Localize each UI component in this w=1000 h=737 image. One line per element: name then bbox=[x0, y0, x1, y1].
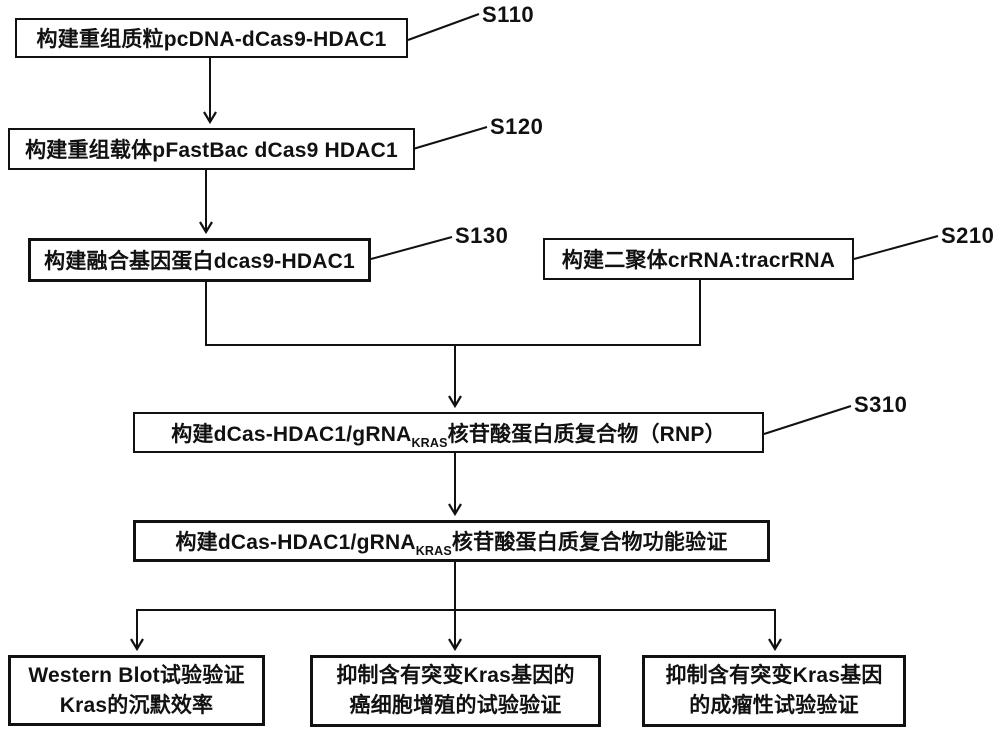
box-s110-label: 构建重组质粒pcDNA-dCas9-HDAC1 bbox=[36, 28, 387, 51]
box-s310-label: 构建dCas-HDAC1/gRNAKRAS核苷酸蛋白质复合物（RNP） bbox=[171, 418, 726, 450]
box-s310-label-suffix: 核苷酸蛋白质复合物（RNP） bbox=[447, 422, 726, 446]
box-tumorigenicity: 抑制含有突变Kras基因 的成瘤性试验验证 bbox=[642, 655, 906, 727]
box-s310-label-subscript: KRAS bbox=[411, 435, 448, 450]
step-label-s120: S120 bbox=[490, 114, 544, 139]
box-s130: 构建融合基因蛋白dcas9-HDAC1 bbox=[28, 238, 371, 282]
box-cancer-proliferation-line2: 癌细胞增殖的试验验证 bbox=[349, 694, 562, 717]
box-function-verify-prefix: 构建dCas-HDAC1/gRNA bbox=[175, 531, 416, 554]
box-s310: 构建dCas-HDAC1/gRNAKRAS核苷酸蛋白质复合物（RNP） bbox=[133, 412, 764, 453]
box-function-verify-label: 构建dCas-HDAC1/gRNAKRAS核苷酸蛋白质复合物功能验证 bbox=[175, 526, 728, 558]
step-label-s110: S110 bbox=[482, 2, 535, 27]
box-function-verify: 构建dCas-HDAC1/gRNAKRAS核苷酸蛋白质复合物功能验证 bbox=[133, 520, 770, 562]
leader-s310 bbox=[763, 405, 852, 435]
leader-s130 bbox=[370, 236, 453, 260]
box-s130-label: 构建融合基因蛋白dcas9-HDAC1 bbox=[44, 250, 355, 273]
step-label-s130: S130 bbox=[455, 223, 509, 248]
box-western-blot-line1: Western Blot试验验证 bbox=[28, 663, 245, 687]
box-s120-label: 构建重组载体pFastBac dCas9 HDAC1 bbox=[25, 139, 398, 162]
step-label-s210: S210 bbox=[941, 223, 995, 248]
box-western-blot: Western Blot试验验证 Kras的沉默效率 bbox=[8, 655, 265, 726]
box-s310-label-prefix: 构建dCas-HDAC1/gRNA bbox=[171, 422, 412, 446]
box-western-blot-line2: Kras的沉默效率 bbox=[59, 693, 214, 717]
box-s210-label: 构建二聚体crRNA:tracrRNA bbox=[561, 249, 836, 272]
box-cancer-proliferation: 抑制含有突变Kras基因的 癌细胞增殖的试验验证 bbox=[310, 655, 601, 727]
box-s110: 构建重组质粒pcDNA-dCas9-HDAC1 bbox=[15, 18, 408, 58]
box-cancer-proliferation-line1: 抑制含有突变Kras基因的 bbox=[336, 664, 575, 688]
box-function-verify-suffix: 核苷酸蛋白质复合物功能验证 bbox=[451, 531, 728, 554]
box-tumorigenicity-line1: 抑制含有突变Kras基因 bbox=[665, 664, 883, 688]
box-function-verify-subscript: KRAS bbox=[415, 544, 452, 558]
leader-s120 bbox=[412, 126, 488, 150]
leader-s110 bbox=[407, 13, 480, 41]
box-s210: 构建二聚体crRNA:tracrRNA bbox=[543, 238, 854, 280]
leader-s210 bbox=[853, 235, 939, 260]
box-tumorigenicity-line2: 的成瘤性试验验证 bbox=[689, 694, 859, 717]
box-s120: 构建重组载体pFastBac dCas9 HDAC1 bbox=[8, 128, 415, 170]
step-label-s310: S310 bbox=[854, 392, 908, 417]
